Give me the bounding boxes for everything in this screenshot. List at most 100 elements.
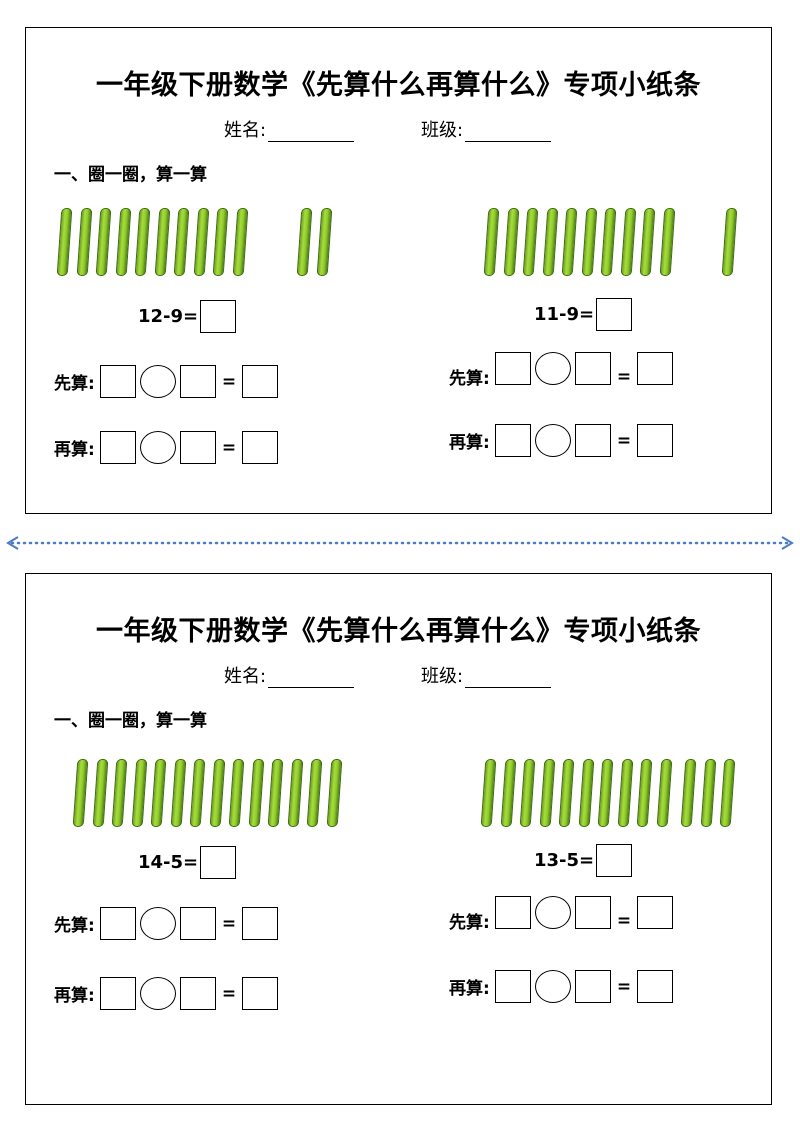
stick <box>173 208 190 276</box>
name-label: 姓名: <box>224 666 267 687</box>
operator-circle[interactable] <box>534 424 571 457</box>
result-box[interactable] <box>242 365 279 398</box>
stick <box>597 759 614 827</box>
tens-bundle <box>72 759 270 827</box>
answer-box[interactable] <box>200 300 237 333</box>
stick <box>721 208 738 276</box>
operator-circle[interactable] <box>139 907 176 940</box>
equals-sign: = <box>616 910 632 931</box>
answer-box[interactable] <box>200 846 237 879</box>
stick <box>92 759 108 827</box>
equals-sign: = <box>221 983 237 1004</box>
first-step-row: 先算: = <box>449 896 674 933</box>
then-step-row: 再算: = <box>54 977 279 1010</box>
operator-circle[interactable] <box>139 365 176 398</box>
class-label: 班级: <box>421 120 464 141</box>
stick <box>636 759 653 827</box>
stick <box>267 759 284 827</box>
first-step-row: 先算: = <box>449 352 674 389</box>
result-box[interactable] <box>637 896 674 929</box>
operand-box[interactable] <box>179 431 216 464</box>
class-field[interactable]: 班级: <box>421 116 552 142</box>
stick <box>680 759 697 827</box>
expression-text: 12-9= <box>138 306 199 327</box>
result-box[interactable] <box>242 907 279 940</box>
stick <box>232 208 248 276</box>
stick <box>150 759 167 827</box>
section-title: 一、圈一圈，算一算 <box>54 165 207 185</box>
stick <box>620 208 636 276</box>
result-box[interactable] <box>637 352 674 385</box>
operand-box[interactable] <box>574 896 611 929</box>
operand-box[interactable] <box>179 977 216 1010</box>
operator-circle[interactable] <box>139 977 176 1010</box>
operand-box[interactable] <box>99 365 136 398</box>
then-step-row: 再算: = <box>54 431 279 464</box>
expression-text: 13-5= <box>534 850 595 871</box>
operand-box[interactable] <box>494 970 531 1003</box>
stick <box>115 208 131 276</box>
operand-box[interactable] <box>574 352 611 385</box>
stick <box>542 208 558 276</box>
name-field[interactable]: 姓名: <box>224 662 355 688</box>
stick <box>111 759 128 827</box>
stick <box>296 208 313 276</box>
section-title: 一、圈一圈，算一算 <box>54 711 207 731</box>
operand-box[interactable] <box>494 424 531 457</box>
then-step-label: 再算: <box>54 440 95 460</box>
result-box[interactable] <box>637 424 674 457</box>
operator-circle[interactable] <box>534 352 571 385</box>
result-box[interactable] <box>637 970 674 1003</box>
tens-bundle <box>56 208 254 276</box>
stick <box>248 759 264 827</box>
problem-expression: 12-9= <box>138 300 237 333</box>
stick <box>326 759 342 827</box>
equals-sign: = <box>616 430 632 451</box>
operand-box[interactable] <box>179 907 216 940</box>
class-field[interactable]: 班级: <box>421 662 552 688</box>
stick <box>134 208 151 276</box>
stick <box>600 208 617 276</box>
ones-sticks <box>680 759 742 827</box>
stick <box>503 208 519 276</box>
name-field[interactable]: 姓名: <box>224 116 355 142</box>
problem-expression: 13-5= <box>534 844 633 877</box>
name-blank[interactable] <box>268 669 355 688</box>
answer-box[interactable] <box>596 844 633 877</box>
then-step-label: 再算: <box>54 986 95 1006</box>
stick <box>558 759 575 827</box>
operand-box[interactable] <box>179 365 216 398</box>
right-arrow-icon <box>781 536 794 550</box>
stick <box>581 208 597 276</box>
ones-sticks <box>296 208 338 276</box>
stick <box>170 759 186 827</box>
name-blank[interactable] <box>268 123 355 142</box>
class-blank[interactable] <box>465 669 552 688</box>
equals-sign: = <box>221 437 237 458</box>
class-label: 班级: <box>421 666 464 687</box>
operand-box[interactable] <box>99 977 136 1010</box>
operand-box[interactable] <box>574 424 611 457</box>
operand-box[interactable] <box>494 896 531 929</box>
operand-box[interactable] <box>494 352 531 385</box>
stick <box>72 759 89 827</box>
operand-box[interactable] <box>99 431 136 464</box>
stick <box>719 759 736 827</box>
then-step-label: 再算: <box>449 433 490 453</box>
result-box[interactable] <box>242 431 279 464</box>
stick <box>316 208 332 276</box>
class-blank[interactable] <box>465 123 552 142</box>
answer-box[interactable] <box>596 298 633 331</box>
operator-circle[interactable] <box>534 896 571 929</box>
operator-circle[interactable] <box>139 431 176 464</box>
operand-box[interactable] <box>99 907 136 940</box>
stick <box>700 759 716 827</box>
stick <box>56 208 73 276</box>
operand-box[interactable] <box>574 970 611 1003</box>
operator-circle[interactable] <box>534 970 571 1003</box>
stick <box>639 208 656 276</box>
stick <box>212 208 229 276</box>
stick <box>95 208 112 276</box>
stick <box>189 759 206 827</box>
result-box[interactable] <box>242 977 279 1010</box>
